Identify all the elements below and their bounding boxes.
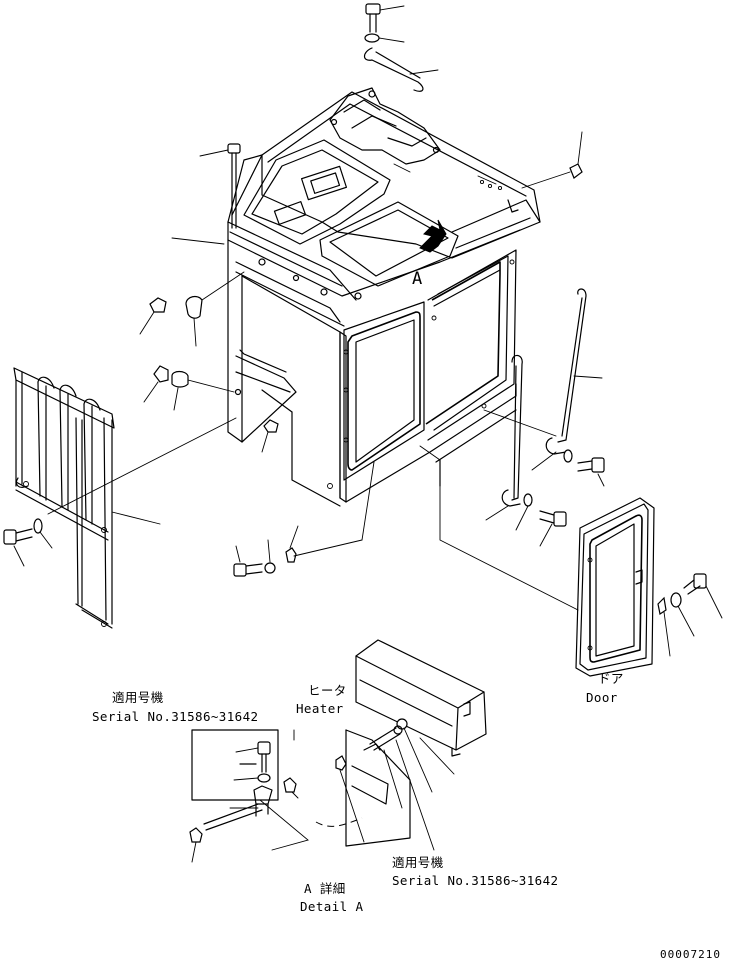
door-leader: [419, 445, 579, 611]
detail-link-dashes: [315, 817, 363, 827]
top-washer: [364, 33, 405, 43]
serial-top-jp: 適用号機: [112, 690, 164, 705]
detail-washer: [233, 773, 271, 783]
serial-bottom-en: Serial No.31586~31642: [392, 873, 559, 888]
rod-leader: [483, 409, 557, 437]
door-panel: [575, 497, 655, 677]
leader-side-panel: [171, 237, 225, 245]
lower-nut: [285, 525, 363, 563]
rubber-cap-2: [185, 271, 245, 347]
detail-a-assembly: [335, 725, 435, 851]
serial-detail-box: [189, 729, 309, 863]
detail-nut-right: [283, 777, 299, 799]
door-stay-rod-long: [557, 288, 603, 443]
door-spring-washer: [670, 592, 695, 637]
rod-bolt-1: [577, 457, 605, 487]
side-guard-grille: [13, 367, 161, 629]
door-washer: [657, 596, 671, 657]
leader-to-frame: [361, 461, 375, 541]
cab-front-frame: [227, 221, 521, 507]
stopper-2: [171, 370, 235, 411]
guard-washer: [33, 518, 53, 549]
guard-bolt: [3, 528, 33, 567]
serial-top-en: Serial No.31586~31642: [92, 709, 259, 724]
detail-bolt: [235, 741, 271, 773]
stopper-1: [143, 365, 169, 403]
heater-label-jp: ヒータ: [308, 683, 347, 698]
rod-bracket-1: [531, 437, 573, 471]
rod-bracket-2: [485, 489, 533, 531]
detail-bracket: [253, 785, 273, 817]
rod-bolt-2: [539, 510, 567, 547]
stopper-3: [261, 419, 279, 453]
door-bolt: [683, 573, 723, 619]
cab-roof: [227, 87, 541, 287]
top-bolt: [365, 3, 405, 33]
heater-label-en: Heater: [296, 701, 344, 716]
top-hook-rod: [363, 47, 439, 92]
serial-bottom-jp: 適用号機: [392, 855, 444, 870]
door-stay-rod-short: [511, 354, 523, 501]
door-label-en: Door: [586, 690, 618, 705]
detail-pin: [203, 803, 263, 831]
view-arrow-a: A: [412, 219, 447, 289]
lower-washer: [264, 539, 276, 574]
drawing-number: 00007210: [660, 948, 721, 961]
detail-a-jp: A 詳細: [304, 881, 346, 896]
rubber-cap-1: [139, 297, 167, 335]
view-marker-label: A: [412, 269, 422, 289]
detail-nut-left: [189, 827, 203, 863]
guard-leader: [47, 417, 237, 515]
detail-a-en: Detail A: [300, 899, 364, 914]
heater-box: [355, 639, 487, 793]
roof-pin-right: [521, 131, 583, 189]
roof-bolt-left: [199, 143, 241, 229]
lower-bolt: [233, 545, 263, 577]
door-label-jp: ドア: [598, 671, 624, 686]
